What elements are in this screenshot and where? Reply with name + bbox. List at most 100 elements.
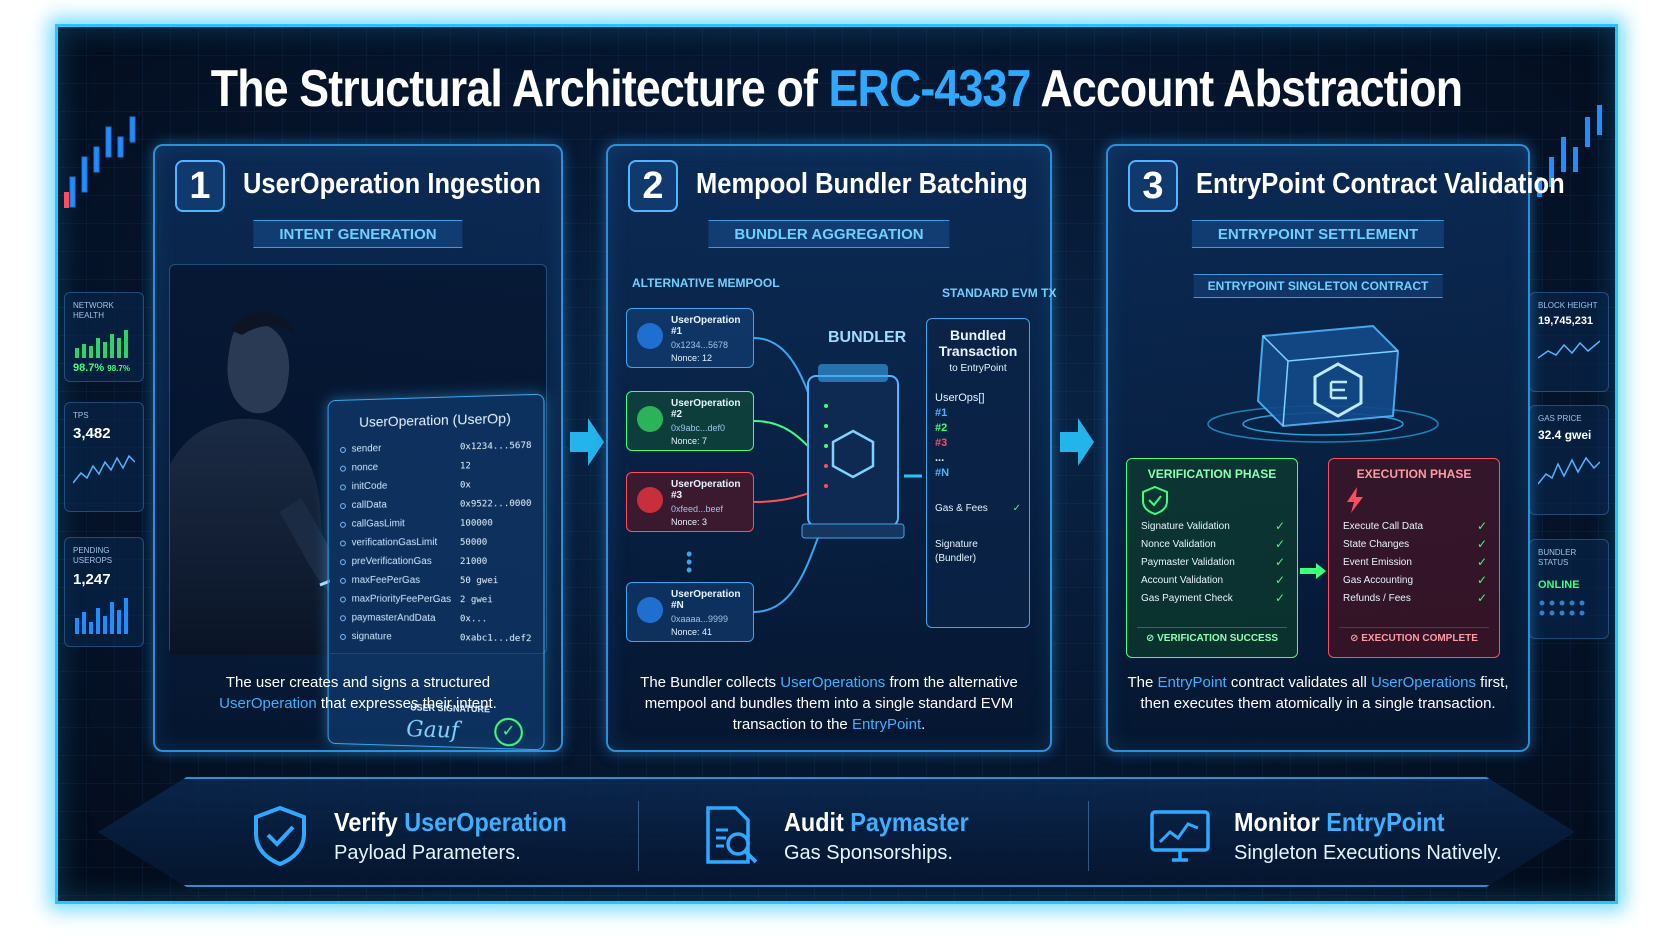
- panel-description: The Bundler collects UserOperations from…: [640, 674, 1018, 733]
- field-dot-icon: [340, 446, 346, 453]
- checkmark-icon: ✓: [1476, 573, 1487, 587]
- cta-audit: Audit Paymaster Gas Sponsorships.: [698, 801, 989, 871]
- checkmark-icon: ✓: [1012, 503, 1021, 514]
- candlestick-decoration-left: [64, 116, 136, 208]
- widget-pending-userops: PENDING USEROPS 1,247: [64, 537, 144, 647]
- field-dot-icon: [340, 502, 346, 509]
- list-item: Nonce Validation✓: [1141, 537, 1285, 551]
- userop-card-3: UserOperation #3 0xfeed...beef Nonce: 3: [626, 472, 754, 532]
- checkmark-icon: ✓: [1274, 519, 1285, 533]
- block-sparkline: [1538, 340, 1600, 360]
- list-item: State Changes✓: [1343, 537, 1487, 551]
- vertical-ellipsis-icon: •••: [686, 544, 693, 580]
- user-avatar-icon: [637, 406, 663, 432]
- status-badge: ONLINE: [1538, 578, 1580, 591]
- list-item: Gas Payment Check✓: [1141, 591, 1285, 605]
- cta-monitor: Monitor EntryPoint Singleton Executions …: [1148, 801, 1502, 871]
- user-avatar-icon: [637, 597, 663, 623]
- execution-status: ⊘ EXECUTION COMPLETE: [1339, 627, 1489, 649]
- panel-description: The EntryPoint contract validates all Us…: [1127, 674, 1509, 712]
- widget-bundler-status: BUNDLER STATUS ONLINE: [1529, 539, 1609, 639]
- status-dots: [1539, 600, 1585, 616]
- tps-sparkline: [73, 455, 135, 484]
- checkmark-icon: ✓: [1476, 537, 1487, 551]
- checkmark-icon: ✓: [1274, 573, 1285, 587]
- list-item: Refunds / Fees✓: [1343, 591, 1487, 605]
- bundled-transaction-box: Bundled Transaction to EntryPoint UserOp…: [926, 318, 1030, 628]
- checkmark-icon: ✓: [1274, 555, 1285, 569]
- widget-network-health: NETWORK HEALTH 98.7% 98.7%: [64, 292, 144, 382]
- list-item: Gas Accounting✓: [1343, 573, 1487, 587]
- bottom-cta-strip: Verify UserOperation Payload Parameters.…: [98, 777, 1575, 887]
- page-title: The Structural Architecture of ERC-4337 …: [210, 60, 1463, 118]
- contract-label: ENTRYPOINT SINGLETON CONTRACT: [1193, 274, 1443, 298]
- widget-gas-price: GAS PRICE 32.4 gwei: [1529, 405, 1609, 515]
- userop-card-1: UserOperation #1 0x1234...5678 Nonce: 12: [626, 308, 754, 368]
- arrow-right-icon: [1060, 418, 1094, 466]
- field-dot-icon: [340, 558, 346, 565]
- widget-tps: TPS 3,482: [64, 402, 144, 512]
- arrow-right-icon: [570, 418, 604, 466]
- userop-card-title: UserOperation (UserOp): [359, 409, 511, 430]
- list-item: Signature Validation✓: [1141, 519, 1285, 533]
- field-dot-icon: [340, 614, 346, 621]
- panel-title: UserOperation Ingestion: [243, 168, 541, 200]
- list-item: Execute Call Data✓: [1343, 519, 1487, 533]
- panel-subtitle: BUNDLER AGGREGATION: [708, 220, 950, 248]
- shield-check-icon: [254, 805, 306, 867]
- panel-description: The user creates and signs a structured …: [219, 674, 497, 712]
- field-dot-icon: [340, 521, 346, 528]
- field-dot-icon: [340, 596, 346, 603]
- panel-subtitle: INTENT GENERATION: [253, 220, 463, 248]
- field-dot-icon: [340, 633, 346, 640]
- user-avatar-icon: [637, 487, 663, 513]
- cta-verify: Verify UserOperation Payload Parameters.: [248, 801, 593, 871]
- list-item: Account Validation✓: [1141, 573, 1285, 587]
- checkmark-icon: ✓: [1476, 555, 1487, 569]
- execution-phase-box: EXECUTION PHASE Execute Call Data✓ State…: [1328, 458, 1500, 658]
- field-dot-icon: [340, 483, 346, 490]
- user-illustration: [170, 311, 330, 655]
- widget-block-height: BLOCK HEIGHT 19,745,231: [1529, 292, 1609, 392]
- document-search-icon: [706, 806, 758, 864]
- verification-phase-box: VERIFICATION PHASE Signature Validation✓…: [1126, 458, 1298, 658]
- entrypoint-cube-icon: [1207, 324, 1439, 443]
- evm-tx-label: STANDARD EVM TX: [942, 286, 1057, 300]
- panel-subtitle: ENTRYPOINT SETTLEMENT: [1191, 220, 1445, 248]
- verification-status: ⊘ VERIFICATION SUCCESS: [1137, 627, 1287, 649]
- divider: [1088, 801, 1089, 871]
- monitor-chart-icon: [1150, 810, 1210, 862]
- panel-entrypoint-validation: 3 EntryPoint Contract Validation ENTRYPO…: [1106, 144, 1565, 752]
- bundler-server-icon: [801, 364, 905, 539]
- userop-card-2: UserOperation #2 0x9abc...def0 Nonce: 7: [626, 391, 754, 451]
- infographic-canvas: The Structural Architecture of ERC-4337 …: [55, 24, 1618, 904]
- list-item: Event Emission✓: [1343, 555, 1487, 569]
- field-dot-icon: [340, 540, 346, 546]
- panel-title: Mempool Bundler Batching: [696, 168, 1028, 200]
- shield-check-icon: [1141, 485, 1289, 516]
- lightning-icon: [1343, 485, 1491, 515]
- checkmark-icon: ✓: [1476, 591, 1487, 605]
- list-item: Paymaster Validation✓: [1141, 555, 1285, 569]
- panel-userop-ingestion: 1 UserOperation Ingestion INTENT GENERAT…: [153, 144, 563, 752]
- field-dot-icon: [340, 465, 346, 472]
- candlestick-decoration-right: [1537, 105, 1602, 197]
- arrow-right-icon: [1300, 563, 1326, 579]
- checkmark-icon: ✓: [1274, 537, 1285, 551]
- bundler-label: BUNDLER: [828, 329, 907, 346]
- gas-sparkline: [1538, 457, 1600, 485]
- panel-title: EntryPoint Contract Validation: [1196, 168, 1565, 200]
- field-dot-icon: [340, 577, 346, 584]
- health-bars: [75, 329, 128, 358]
- panel-mempool-bundler: 2 Mempool Bundler Batching BUNDLER AGGRE…: [606, 144, 1056, 752]
